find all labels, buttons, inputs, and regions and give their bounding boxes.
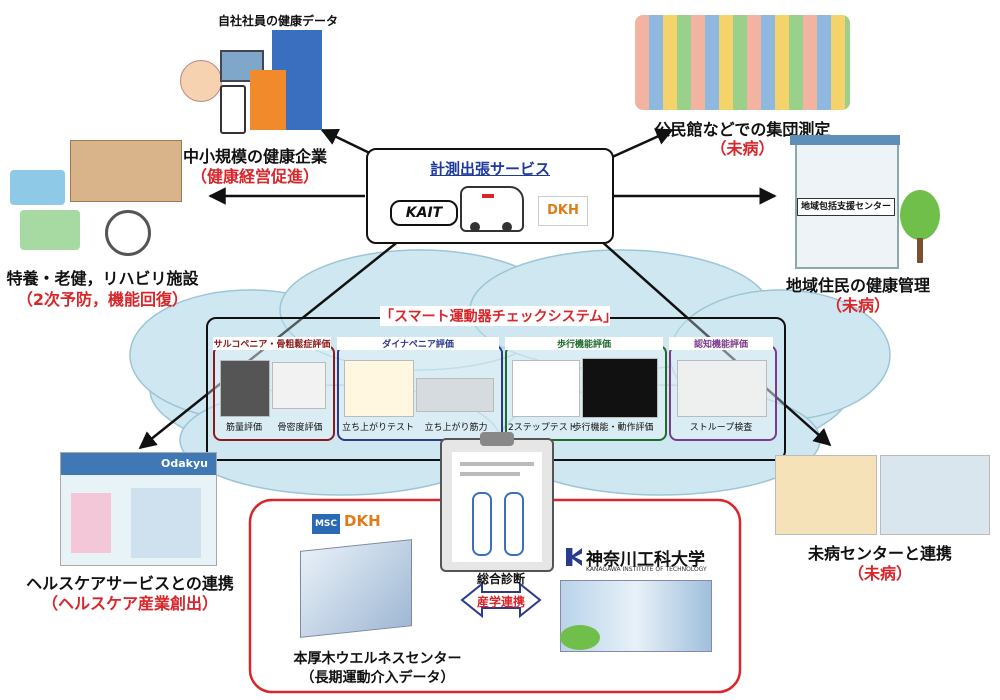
tree-icon xyxy=(900,190,940,240)
healthcare-label: ヘルスケアサービスとの連携 xyxy=(26,574,234,593)
item-strength: 立ち上がり筋力 xyxy=(424,423,488,433)
service-title: 計測出張サービス xyxy=(429,160,550,178)
kait-logo-text: KAIT xyxy=(405,205,443,221)
bone-density-photo xyxy=(272,362,326,409)
company-caption: 自社社員の健康データ xyxy=(218,14,339,28)
regional-sign: 地域包括支援センター xyxy=(797,198,895,216)
body-composition-photo xyxy=(220,360,270,417)
ambulance-icon xyxy=(460,186,524,232)
body-figure-icon xyxy=(504,492,524,556)
wheel-icon xyxy=(470,222,480,232)
kait-univ-logo-icon xyxy=(566,548,582,566)
diagnosis-label: 総合診断 xyxy=(476,572,525,586)
bath-icon xyxy=(10,170,65,205)
wheelchair-icon xyxy=(105,210,151,256)
hall-label: 公民館などでの集団測定 xyxy=(654,120,831,139)
wellness-building xyxy=(300,539,412,638)
item-twostep: 2ステップテスト xyxy=(508,423,577,433)
hall-sub: （未病） xyxy=(710,139,775,158)
tree-trunk xyxy=(917,238,923,263)
force-plate-photo xyxy=(416,378,494,412)
regional-roof xyxy=(790,135,900,145)
service-box: 計測出張サービス KAIT DKH xyxy=(366,148,614,244)
mibyo-label: 未病センターと連携 xyxy=(807,544,952,563)
shop-display xyxy=(71,493,111,553)
msc-logo-text: MSC xyxy=(314,519,338,529)
stand-up-test-photo xyxy=(344,360,414,417)
body-figure-icon xyxy=(472,492,492,556)
stroop-test-photo xyxy=(677,360,767,417)
category-title: ダイナペニア評価 xyxy=(337,337,499,350)
wheel-icon xyxy=(502,222,512,232)
regional-sub: （未病） xyxy=(825,296,890,315)
item-bone: 骨密度評価 xyxy=(277,423,323,433)
collab-double-arrow xyxy=(460,581,542,619)
item-gait: 歩行機能・動作評価 xyxy=(572,423,654,433)
kait-logo: KAIT xyxy=(390,200,458,226)
person-icon xyxy=(180,60,222,102)
ambulance-light xyxy=(482,194,494,198)
clipboard-sheet xyxy=(452,452,542,562)
item-stroop: ストループ検査 xyxy=(689,423,753,433)
smartphone-icon xyxy=(220,85,246,134)
crowd-illustration xyxy=(635,15,850,110)
company-sub: （健康経営促進） xyxy=(190,167,319,186)
company-label: 中小規模の健康企業 xyxy=(182,147,327,166)
motion-analysis-photo xyxy=(582,358,658,418)
item-standup: 立ち上がりテスト xyxy=(341,423,414,433)
category-title: 認知機能評価 xyxy=(669,337,773,350)
dkh-logo-bottom: DKH xyxy=(344,512,381,530)
msc-logo: MSC xyxy=(312,514,340,534)
wellness-sub: （長期運動介入データ） xyxy=(300,670,455,686)
mibyo-photo-1 xyxy=(775,455,877,535)
tree-icon xyxy=(560,625,600,650)
care-sub: （2次予防，機能回復） xyxy=(16,290,189,309)
shop-sign: Odakyu xyxy=(61,453,216,475)
facility-building xyxy=(70,140,182,202)
item-muscle: 筋量評価 xyxy=(225,423,262,433)
collab-label: 産学連携 xyxy=(476,595,525,609)
bed-icon xyxy=(20,210,80,250)
mibyo-sub: （未病） xyxy=(847,564,912,583)
shop-interior xyxy=(131,488,201,558)
dkh-logo-text: DKH xyxy=(547,203,579,218)
care-label: 特養・老健，リハビリ施設 xyxy=(6,269,199,288)
healthcare-shop-photo: Odakyu xyxy=(60,452,217,566)
dkh-logo: DKH xyxy=(538,196,588,226)
company-illustration xyxy=(180,30,330,140)
arrow-to-hall xyxy=(609,128,674,160)
healthcare-sub: （ヘルスケア産業創出） xyxy=(41,594,218,613)
mibyo-photo-2 xyxy=(880,455,990,535)
building-orange xyxy=(250,70,286,130)
system-title: 「スマート運動器チェックシステム」 xyxy=(380,306,617,326)
category-title: サルコペニア・骨粗鬆症評価 xyxy=(213,337,331,350)
two-step-photo xyxy=(512,360,580,417)
univ-name: 神奈川工科大学 xyxy=(586,550,705,570)
univ-name-en: KANAGAWA INSTITUTE OF TECHNOLOGY xyxy=(586,566,707,573)
category-title: 歩行機能評価 xyxy=(505,337,663,350)
regional-label: 地域住民の健康管理 xyxy=(785,276,930,295)
wellness-label: 本厚木ウエルネスセンター xyxy=(293,651,462,667)
clipboard-icon xyxy=(440,432,554,572)
care-facility-illustration xyxy=(10,140,190,260)
clipboard-clip xyxy=(480,432,514,446)
